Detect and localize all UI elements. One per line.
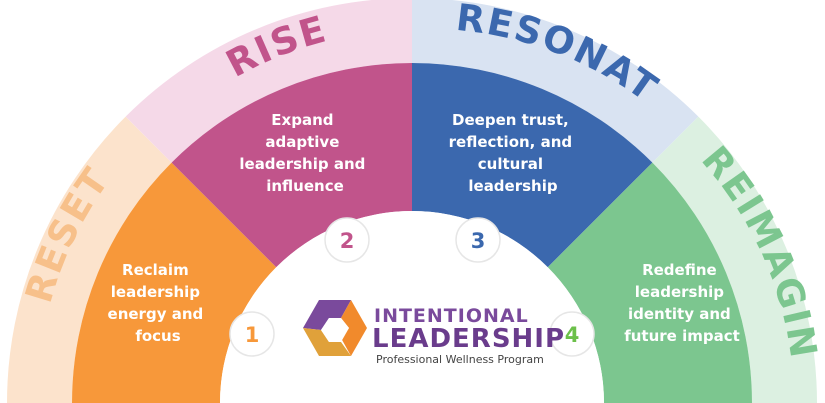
- step-badge-2: 2: [324, 217, 370, 263]
- phase-segment-rise: [171, 63, 412, 268]
- phase-description-reset: Reclaim leadership energy and focus: [108, 261, 209, 345]
- svg-text:3: 3: [471, 229, 486, 253]
- phase-band-resonate: [412, 0, 699, 163]
- phase-segment-reimagine: [547, 162, 752, 403]
- step-badge-3: 3: [455, 217, 501, 263]
- program-logo: INTENTIONAL LEADERSHIP Professional Well…: [303, 300, 565, 366]
- phase-description-rise: Expand adaptive leadership and influence: [239, 111, 370, 195]
- step-badge-1: 1: [229, 311, 275, 357]
- phase-band-rise: [125, 0, 412, 163]
- svg-text:2: 2: [340, 229, 355, 253]
- phase-segment-resonate: [412, 63, 653, 268]
- phase-description-reimagine: Redefine leadership identity and future …: [624, 261, 740, 345]
- phase-band-reset: [7, 116, 172, 403]
- logo-hexagon-icon: [303, 300, 367, 356]
- phase-description-resonate: Deepen trust, reflection, and cultural l…: [449, 111, 578, 195]
- svg-text:4: 4: [565, 323, 580, 347]
- phase-segment-reset: [72, 162, 277, 403]
- logo-wordmark-leadership: LEADERSHIP: [372, 324, 565, 354]
- logo-wordmark-intentional: INTENTIONAL: [374, 305, 529, 327]
- logo-tagline: Professional Wellness Program: [376, 353, 544, 366]
- svg-text:1: 1: [245, 323, 260, 347]
- phase-band-reimagine: [652, 116, 817, 403]
- center-hub: [220, 211, 604, 403]
- step-badge-4: 4: [549, 311, 595, 357]
